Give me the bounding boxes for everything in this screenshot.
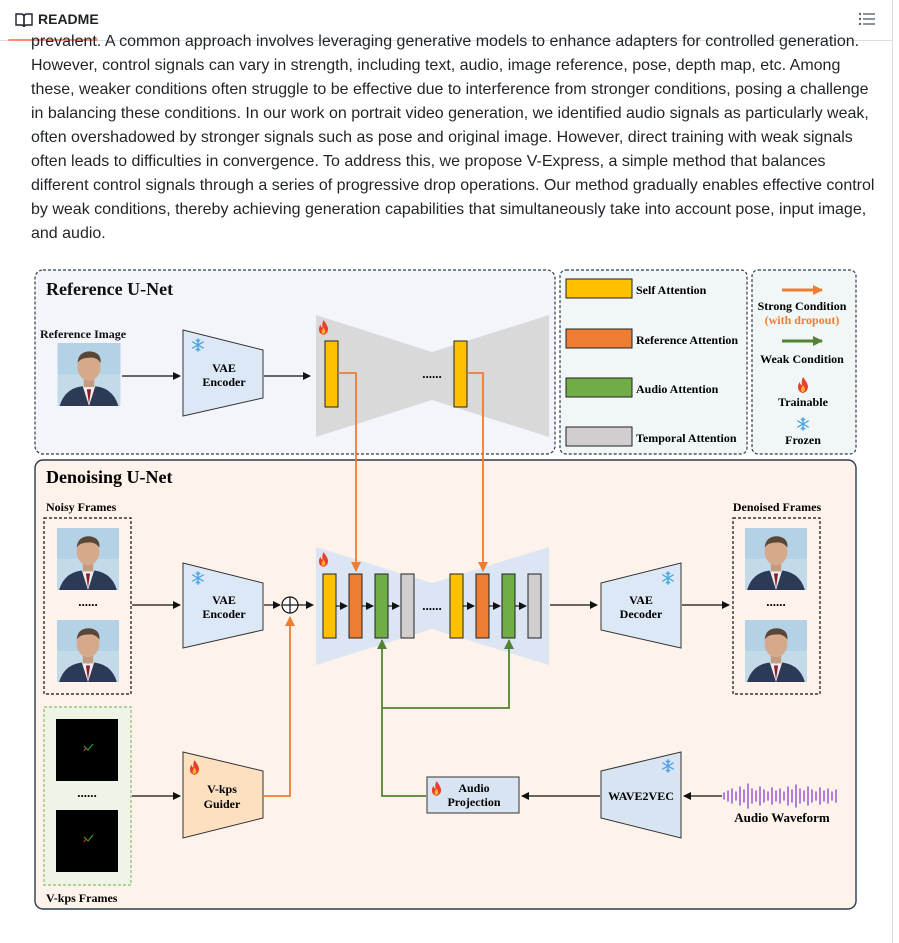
ref-self-attention-block-1: [324, 340, 339, 408]
denoised-ellipsis: ......: [766, 594, 786, 609]
reference-image: [57, 343, 121, 406]
audio-projection-label-1: Audio: [458, 781, 489, 795]
legend-trainable: Trainable: [778, 395, 828, 409]
readme-tab-underline: [8, 39, 98, 41]
legend-audio-attention: Audio Attention: [636, 382, 719, 396]
denoise-audio-attention-1: [374, 573, 389, 639]
vkps-guider-label-1: V-kps: [207, 782, 237, 796]
book-icon: [15, 13, 33, 28]
reference-unet-body: [316, 315, 432, 437]
vae-encoder-denoise-label-2: Encoder: [202, 607, 246, 621]
legend-audio-attention-swatch: [565, 377, 633, 398]
vae-encoder-denoise-label-1: VAE: [212, 593, 236, 607]
readme-title[interactable]: README: [38, 11, 99, 27]
noisy-frame-2: [57, 620, 119, 682]
vae-encoder-denoise: [182, 562, 264, 649]
reference-unet-panel: [34, 269, 556, 455]
audio-projection: [426, 776, 520, 814]
noisy-frame-1: [57, 528, 119, 590]
vkps-guider: [182, 751, 264, 839]
readme-header: README: [0, 0, 892, 41]
legend-frozen: Frozen: [785, 433, 821, 447]
vae-encoder-ref: [182, 329, 264, 417]
vae-decoder: [600, 562, 682, 649]
vae-decoder-label-1: VAE: [629, 593, 653, 607]
denoised-frames-label: Denoised Frames: [733, 500, 822, 514]
vae-decoder-label-2: Decoder: [620, 607, 663, 621]
wave2vec-label: WAVE2VEC: [608, 789, 674, 803]
denoise-self-attention-1: [322, 573, 337, 639]
denoise-reference-attention-2: [475, 573, 490, 639]
vkps-frame-1: [56, 719, 118, 781]
vae-encoder-ref-label-1: VAE: [212, 361, 236, 375]
audio-waveform-label: Audio Waveform: [734, 810, 830, 825]
legend-self-attention: Self Attention: [636, 283, 707, 297]
denoised-frame-2: [745, 620, 807, 682]
legend-attention-panel: [559, 269, 748, 455]
legend-temporal-attention: Temporal Attention: [636, 431, 737, 445]
legend-with-dropout: (with dropout): [765, 313, 840, 327]
panel-border: [892, 0, 893, 943]
architecture-figure: Reference U-Net Reference Image VAE Enco…: [30, 262, 860, 914]
readme-paragraph: prevalent. A common approach involves le…: [31, 33, 875, 242]
denoise-audio-attention-2: [501, 573, 516, 639]
wave2vec: [600, 751, 682, 839]
ref-self-attention-block-2: [453, 340, 468, 408]
denoise-ellipsis: ......: [422, 598, 442, 613]
vkps-frame-2: [56, 810, 118, 872]
denoise-self-attention-2: [449, 573, 464, 639]
legend-condition-panel: [751, 269, 857, 455]
legend-reference-attention-swatch: [565, 328, 633, 349]
vae-encoder-ref-label-2: Encoder: [202, 375, 246, 389]
vkps-ellipsis: ......: [77, 785, 97, 800]
legend-reference-attention: Reference Attention: [636, 333, 738, 347]
legend-temporal-attention-swatch: [565, 426, 633, 447]
audio-projection-label-2: Projection: [447, 795, 500, 809]
denoise-reference-attention-1: [348, 573, 363, 639]
reference-unet-title: Reference U-Net: [46, 279, 173, 299]
legend-weak-condition: Weak Condition: [760, 352, 844, 366]
audio-waveform-icon: [723, 783, 837, 809]
denoising-unet-title: Denoising U-Net: [46, 467, 173, 487]
denoised-frames-box: [732, 517, 821, 695]
noisy-frames-label: Noisy Frames: [46, 500, 117, 514]
denoise-temporal-attention-2: [527, 573, 542, 639]
legend-strong-condition: Strong Condition: [758, 299, 847, 313]
reference-image-label: Reference Image: [40, 327, 127, 341]
list-unordered-icon[interactable]: [858, 11, 876, 27]
denoise-temporal-attention-1: [400, 573, 415, 639]
noisy-frames-box: [43, 517, 132, 695]
noisy-ellipsis: ......: [78, 594, 98, 609]
legend-self-attention-swatch: [565, 278, 633, 299]
add-operator: [281, 596, 299, 614]
ref-ellipsis: ......: [422, 366, 442, 381]
vkps-frames-label: V-kps Frames: [46, 891, 118, 905]
readme-body: prevalent. A common approach involves le…: [31, 30, 876, 250]
vkps-guider-label-2: Guider: [204, 797, 241, 811]
denoised-frame-1: [745, 528, 807, 590]
